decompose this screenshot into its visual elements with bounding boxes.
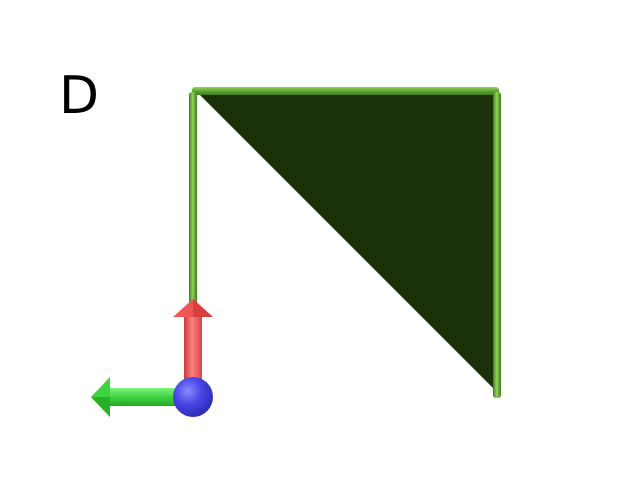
left-edge-rod <box>189 92 197 308</box>
right-edge-rod <box>493 92 501 398</box>
sphere-icon <box>173 377 213 417</box>
top-edge-rod <box>192 87 499 95</box>
triangle-face <box>197 92 497 392</box>
left-arrow-icon <box>91 377 188 417</box>
up-arrow-icon <box>173 299 213 390</box>
panel-label: D <box>59 66 100 126</box>
